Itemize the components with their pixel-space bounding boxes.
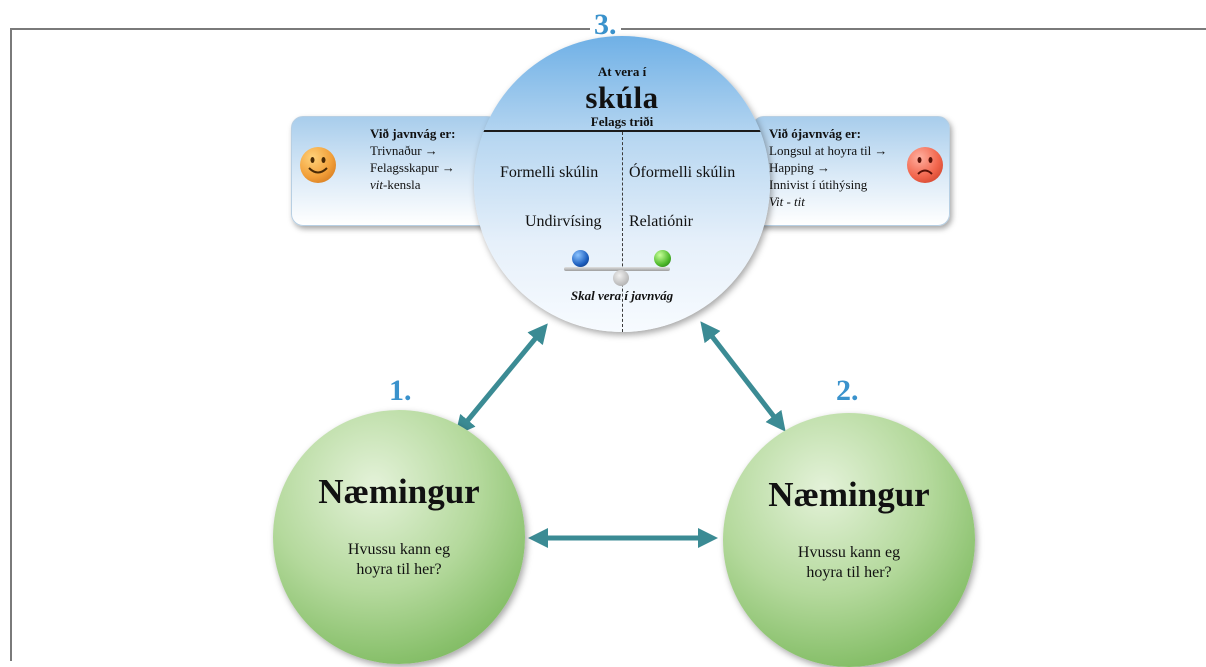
blue-ball-icon — [572, 250, 589, 267]
green-ball-icon — [654, 250, 671, 267]
school-dashed-divider — [622, 132, 623, 332]
unbalanced-line-2: Happing → — [769, 160, 831, 175]
balanced-line-2: Felagsskapur → — [370, 160, 455, 175]
smiley-sad-icon — [907, 147, 943, 183]
relations-label: Relatiónir — [629, 213, 693, 230]
balanced-line-3: vit-kensla — [370, 177, 421, 192]
smiley-happy-icon — [300, 147, 336, 183]
student-circle-2: Næmingur Hvussu kann eg hoyra til her? — [723, 413, 975, 667]
unbalanced-line-3: Innivist í útihýsing — [769, 177, 868, 192]
balanced-title: Við javnvág er: — [370, 126, 456, 141]
unbalanced-title: Við ójavnvág er: — [769, 126, 861, 141]
school-line-1: At vera í — [597, 64, 647, 79]
balance-beam — [564, 267, 670, 271]
balanced-line-1: Trivnaður → — [370, 143, 438, 158]
unbalanced-info-box: Við ójavnvág er: Longsul at hoyra til → … — [752, 116, 950, 226]
informal-school-label: Óformelli skúlin — [629, 164, 736, 181]
school-circle: At vera í skúla Felags triði Formelli sk… — [474, 36, 770, 332]
balance-caption: Skal vera í javnvág — [570, 288, 674, 303]
student-circle-1: Næmingur Hvussu kann eg hoyra til her? — [273, 410, 525, 664]
teaching-label: Undirvísing — [525, 213, 602, 230]
unbalanced-line-1: Longsul at hoyra til → — [769, 143, 888, 158]
student-title-2: Næmingur — [768, 475, 930, 514]
student-title-1: Næmingur — [318, 472, 480, 511]
school-title: skúla — [585, 80, 659, 115]
arrow-left-top — [455, 323, 548, 436]
school-divider — [474, 130, 770, 132]
marker-2: 2. — [832, 374, 863, 408]
student-question-2: Hvussu kann eg hoyra til her? — [797, 544, 901, 581]
unbalanced-line-4: Vit - tit — [769, 194, 805, 209]
school-line-3: Felags triði — [590, 114, 654, 129]
fulcrum-icon — [613, 270, 629, 286]
formal-school-label: Formelli skúlin — [500, 164, 599, 181]
marker-1: 1. — [385, 374, 416, 408]
balanced-info-box: Við javnvág er: Trivnaður → Felagsskapur… — [291, 116, 499, 226]
student-question-1: Hvussu kann eg hoyra til her? — [347, 541, 451, 578]
arrow-right-top — [700, 321, 786, 432]
